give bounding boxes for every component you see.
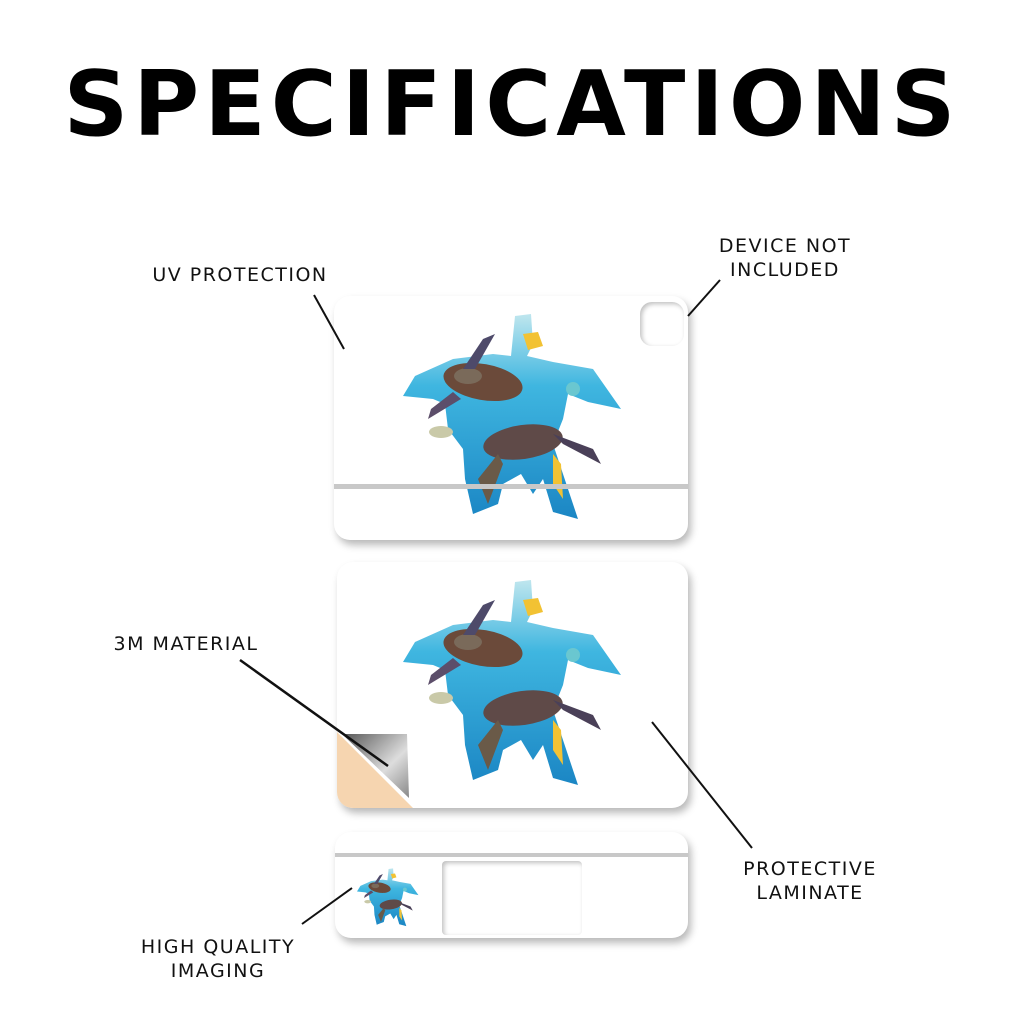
callout-device-not-included: DEVICE NOT INCLUDED xyxy=(700,234,870,282)
callout-text: PROTECTIVE xyxy=(743,858,877,880)
trackpad-cutout xyxy=(442,861,582,935)
fold-line xyxy=(335,853,688,857)
case-back-panel xyxy=(334,296,688,540)
callout-text: HIGH QUALITY xyxy=(140,936,296,958)
page-title: SPECIFICATIONS xyxy=(63,52,961,157)
callout-protective-laminate: PROTECTIVE LAMINATE xyxy=(720,857,900,905)
leader-device xyxy=(687,279,721,317)
callout-high-quality-imaging: HIGH QUALITY IMAGING xyxy=(108,935,328,983)
callout-text: 3M MATERIAL xyxy=(113,633,259,655)
leader-laminate xyxy=(651,721,753,849)
peeled-corner xyxy=(337,732,413,808)
callout-3m-material: 3M MATERIAL xyxy=(96,632,276,656)
callout-text: INCLUDED xyxy=(730,259,840,281)
callout-text: UV PROTECTION xyxy=(152,264,328,286)
leader-material xyxy=(239,658,389,768)
main-skin-panel xyxy=(337,562,688,808)
fold-line xyxy=(334,484,688,489)
callout-text: DEVICE NOT xyxy=(718,235,852,257)
leader-imaging xyxy=(301,887,353,925)
camera-cutout xyxy=(640,302,684,346)
keyboard-strip-panel xyxy=(335,832,688,938)
callout-text: LAMINATE xyxy=(756,882,864,904)
callout-uv-protection: UV PROTECTION xyxy=(140,263,340,287)
leader-uv xyxy=(313,294,345,350)
callout-text: IMAGING xyxy=(170,960,266,982)
